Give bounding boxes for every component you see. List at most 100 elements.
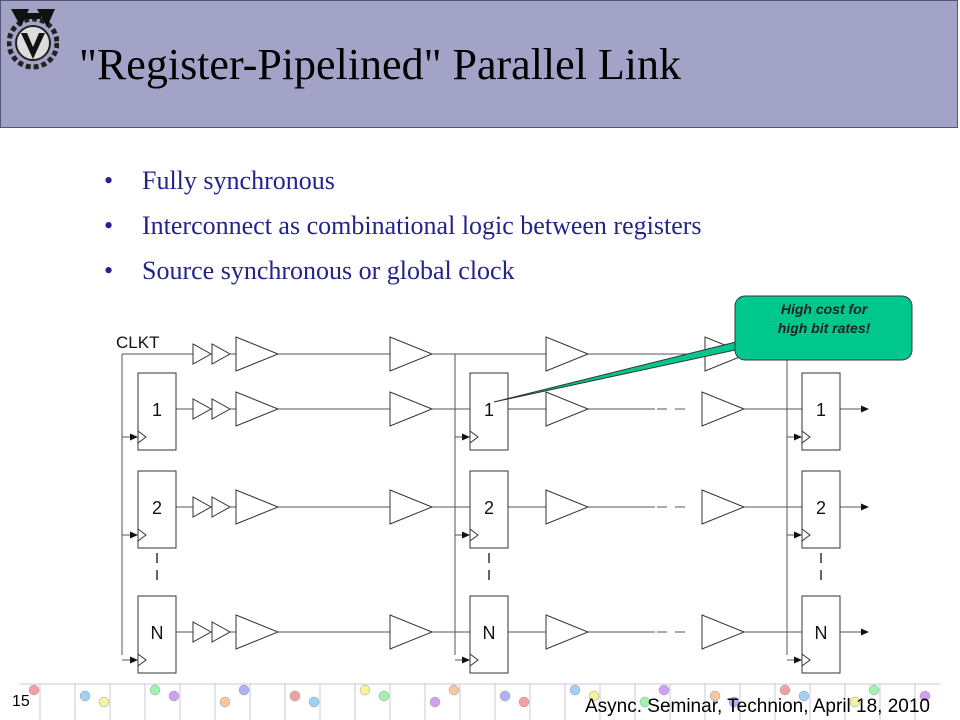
bullet-text: Interconnect as combinational logic betw… bbox=[142, 211, 702, 240]
footer-node-icon bbox=[238, 684, 250, 696]
footer-node-icon bbox=[448, 684, 460, 696]
footer-decoration bbox=[0, 680, 960, 720]
register-label: 1 bbox=[816, 400, 826, 420]
clock-buffer bbox=[235, 336, 280, 372]
register-box bbox=[469, 470, 509, 549]
bullet-list: • Fully synchronous • Interconnect as comb… bbox=[104, 163, 702, 298]
footer-node-icon bbox=[728, 696, 740, 708]
footer-node-icon bbox=[639, 696, 651, 708]
footer-node-icon bbox=[518, 696, 530, 708]
register-label: 1 bbox=[152, 400, 162, 420]
register-box bbox=[801, 372, 841, 451]
register-box bbox=[137, 470, 177, 549]
clock-input-mark bbox=[469, 528, 479, 542]
footer-node-icon bbox=[709, 690, 721, 702]
clock-buffer bbox=[545, 336, 590, 372]
clock-input-mark bbox=[469, 430, 479, 444]
register-label: N bbox=[151, 623, 164, 643]
diagram-elements: 1 1 1 2 2 2N N N bbox=[137, 336, 841, 674]
data-buffer-small bbox=[192, 496, 213, 518]
bullet-dot-icon: • bbox=[104, 256, 114, 285]
footer-node-icon bbox=[658, 684, 670, 696]
callout-line-2: high bit rates! bbox=[777, 320, 871, 336]
bullet-text: Fully synchronous bbox=[142, 166, 335, 195]
data-buffer bbox=[701, 489, 746, 525]
title-bar: "Register-Pipelined" Parallel Link bbox=[0, 0, 958, 128]
data-buffer-small bbox=[211, 621, 232, 643]
register-box bbox=[801, 595, 841, 674]
clock-input-mark bbox=[137, 653, 147, 667]
clock-input-mark bbox=[801, 528, 811, 542]
footer-node-icon bbox=[168, 690, 180, 702]
data-buffer bbox=[389, 489, 434, 525]
register-box bbox=[137, 372, 177, 451]
footer-node-icon bbox=[308, 696, 320, 708]
data-buffer bbox=[389, 614, 434, 650]
register-label: 2 bbox=[484, 498, 494, 518]
footer-node-icon bbox=[779, 684, 791, 696]
clock-input-mark bbox=[801, 430, 811, 444]
page-number: 15 bbox=[12, 693, 30, 710]
bullet-dot-icon: • bbox=[104, 211, 114, 240]
data-buffer-small bbox=[192, 398, 213, 420]
register-label: 1 bbox=[484, 400, 494, 420]
data-buffer bbox=[545, 391, 590, 427]
data-buffer bbox=[545, 614, 590, 650]
register-label: N bbox=[815, 623, 828, 643]
register-box bbox=[469, 372, 509, 451]
callout-line-1: High cost for bbox=[780, 301, 868, 317]
data-buffer bbox=[701, 614, 746, 650]
footer-node-icon bbox=[378, 690, 390, 702]
bullet-item: • Interconnect as combinational logic bet… bbox=[104, 208, 702, 253]
bullet-item: • Fully synchronous bbox=[104, 163, 702, 208]
data-buffer bbox=[235, 614, 280, 650]
clock-input-mark bbox=[137, 430, 147, 444]
register-label: N bbox=[483, 623, 496, 643]
footer-node-icon bbox=[149, 684, 161, 696]
data-buffer-small bbox=[211, 398, 232, 420]
footer-node-icon bbox=[359, 684, 371, 696]
bullet-text: Source synchronous or global clock bbox=[142, 256, 515, 285]
footer-background bbox=[0, 680, 960, 720]
data-buffer bbox=[389, 391, 434, 427]
technion-logo-icon bbox=[7, 9, 59, 70]
bullet-dot-icon: • bbox=[104, 166, 114, 195]
clock-input-mark bbox=[137, 528, 147, 542]
footer-node-icon bbox=[798, 690, 810, 702]
callout-text: High cost for high bit rates! bbox=[737, 300, 911, 338]
data-buffer-small bbox=[211, 496, 232, 518]
register-label: 2 bbox=[152, 498, 162, 518]
footer-node-icon bbox=[219, 696, 231, 708]
footer-node-icon bbox=[588, 690, 600, 702]
data-buffer bbox=[235, 391, 280, 427]
clock-input-mark bbox=[469, 653, 479, 667]
slide-title: "Register-Pipelined" Parallel Link bbox=[79, 40, 682, 89]
footer-node-icon bbox=[429, 696, 441, 708]
footer-node-icon bbox=[289, 690, 301, 702]
data-buffer bbox=[701, 391, 746, 427]
register-label: 2 bbox=[816, 498, 826, 518]
footer-node-icon bbox=[499, 690, 511, 702]
register-box bbox=[801, 470, 841, 549]
footer-node-icon bbox=[28, 684, 40, 696]
register-box bbox=[469, 595, 509, 674]
footer-node-icon bbox=[849, 696, 861, 708]
data-buffer bbox=[545, 489, 590, 525]
footer-node-icon bbox=[569, 684, 581, 696]
clock-buffer-small bbox=[211, 343, 232, 365]
data-buffer bbox=[235, 489, 280, 525]
clock-buffer-small bbox=[192, 343, 213, 365]
clock-buffer bbox=[389, 336, 434, 372]
footer-node-icon bbox=[79, 690, 91, 702]
callout-box bbox=[734, 295, 913, 361]
register-box bbox=[137, 595, 177, 674]
footer-node-icon bbox=[98, 696, 110, 708]
footer-node-icon bbox=[868, 684, 880, 696]
bullet-item: • Source synchronous or global clock bbox=[104, 253, 702, 298]
footer-node-icon bbox=[919, 690, 931, 702]
footer-text: Async. Seminar, Technion, April 18, 2010 bbox=[584, 696, 930, 717]
clock-label: CLKT bbox=[116, 333, 159, 352]
clock-input-mark bbox=[801, 653, 811, 667]
data-buffer-small bbox=[192, 621, 213, 643]
